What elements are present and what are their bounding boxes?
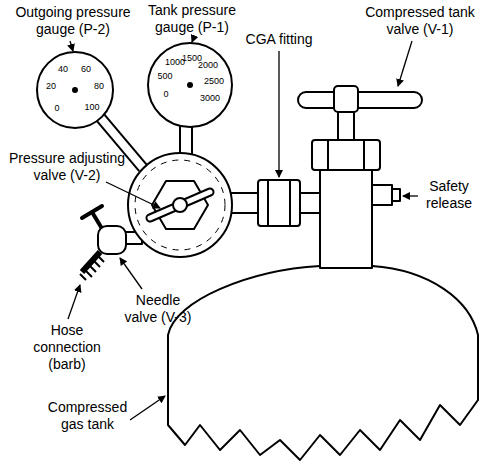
dial-number: 2000	[198, 60, 218, 70]
leader-line	[192, 37, 194, 42]
adjust-knob	[173, 198, 187, 212]
adjust-handle-fill	[150, 192, 210, 218]
safety-cap	[392, 189, 400, 201]
valve-nut	[312, 140, 380, 170]
callout-label: Compressed tank valve (V-1)	[352, 4, 488, 38]
adjust-handle	[150, 192, 210, 218]
gauge-hub	[188, 83, 192, 87]
dial-number: 500	[157, 71, 172, 81]
needle-valve	[98, 226, 126, 254]
dial-number: 40	[58, 64, 68, 74]
callout-label: Needle valve (V-3)	[120, 292, 196, 326]
leader-lines	[68, 37, 418, 420]
valve-handle	[298, 92, 422, 108]
callout-label: Tank pressure gauge (P-1)	[142, 2, 242, 36]
nut-edge	[327, 140, 329, 170]
callout-label: Compressed gas tank	[40, 399, 135, 433]
barb-ridges	[80, 254, 104, 280]
leader-line	[120, 258, 142, 289]
leader-line	[398, 41, 412, 86]
dial-number: 3000	[200, 93, 220, 103]
dial-number: 60	[81, 64, 91, 74]
leader-line	[130, 396, 165, 420]
gas-tank	[168, 266, 478, 460]
nut-edge	[363, 140, 365, 170]
leader-line	[70, 41, 73, 51]
nut-edge	[289, 180, 291, 226]
leader-line	[403, 195, 418, 196]
drawing	[37, 43, 478, 460]
cga-nut	[258, 180, 300, 226]
valve-body	[320, 168, 372, 268]
adjust-nut	[152, 181, 208, 229]
handle-hub	[334, 86, 358, 112]
regulator-body	[128, 153, 232, 257]
nut-edge	[267, 180, 269, 226]
callout-label: CGA fitting	[238, 31, 320, 48]
leader-line	[278, 51, 279, 177]
callout-label: Outgoing pressure gauge (P-2)	[8, 4, 138, 38]
dial-number: 0	[54, 103, 59, 113]
callout-label: Hose connection (barb)	[22, 322, 112, 373]
dial-number: 0	[163, 89, 168, 99]
dial-number: 2500	[204, 76, 224, 86]
dial-number: 80	[94, 81, 104, 91]
gauge-stem	[180, 124, 192, 156]
callout-label: Safety release	[418, 178, 480, 212]
dial-number: 100	[84, 102, 99, 112]
needle-handle	[82, 206, 102, 218]
dial-number: 20	[46, 81, 56, 91]
tank-gauge	[148, 43, 232, 127]
safety-nut	[372, 185, 392, 205]
regulator-ring	[135, 160, 225, 250]
leader-line	[106, 182, 160, 208]
gauge-hub	[73, 88, 77, 92]
leader-line	[68, 285, 80, 319]
callout-label: Pressure adjusting valve (V-2)	[2, 150, 132, 184]
outgoing-gauge	[37, 52, 113, 128]
